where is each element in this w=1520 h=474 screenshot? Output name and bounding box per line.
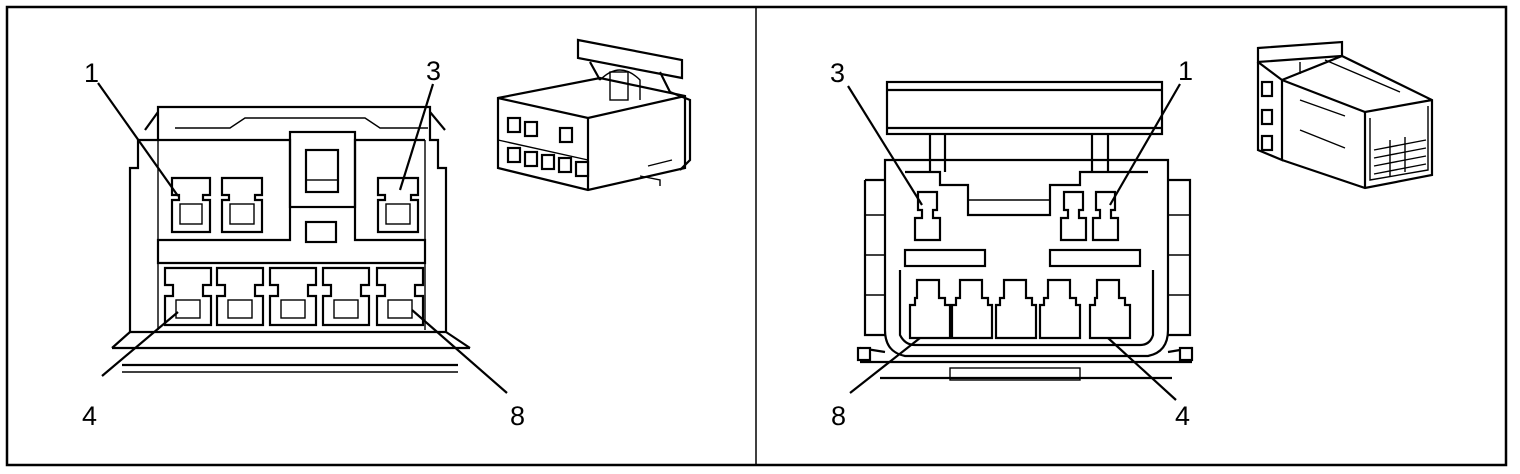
left-isometric-thumbnail: [496, 38, 692, 192]
right-label-bottom-left: 8: [831, 401, 846, 431]
right-label-top-right: 1: [1178, 56, 1193, 86]
cavity-pin-2: [220, 176, 264, 234]
left-label-bottom-right: 8: [510, 401, 525, 431]
cavity-pin-7: [321, 266, 371, 327]
left-label-bottom-left: 4: [82, 401, 97, 431]
cavity-pin-1: [170, 176, 212, 234]
left-connector-face: [111, 105, 471, 373]
pin-6: [994, 278, 1038, 340]
left-top-cavities: [170, 176, 420, 234]
pin-7: [950, 278, 994, 340]
right-pin-labels: 3 1 8 4: [830, 56, 1193, 431]
pin-4: [1088, 278, 1132, 340]
left-callout-leaders: [97, 82, 508, 394]
left-label-top-left: 1: [84, 58, 99, 88]
right-bottom-pins: [908, 278, 1132, 340]
cavity-pin-5: [215, 266, 265, 327]
right-label-bottom-right: 4: [1175, 401, 1190, 431]
right-label-top-left: 3: [830, 58, 845, 88]
right-callout-leaders: [847, 83, 1181, 401]
pin-8: [908, 278, 952, 340]
left-pin-labels: 1 3 4 8: [82, 56, 525, 431]
cavity-pin-8: [375, 266, 425, 327]
left-label-top-right: 3: [426, 56, 441, 86]
right-connector-face: [856, 80, 1194, 381]
cavity-pin-3: [376, 176, 420, 234]
pin-5: [1038, 278, 1082, 340]
left-bottom-cavities: [163, 266, 425, 327]
cavity-pin-6: [268, 266, 318, 327]
pin-2: [1059, 190, 1088, 242]
right-isometric-thumbnail: [1256, 40, 1434, 190]
